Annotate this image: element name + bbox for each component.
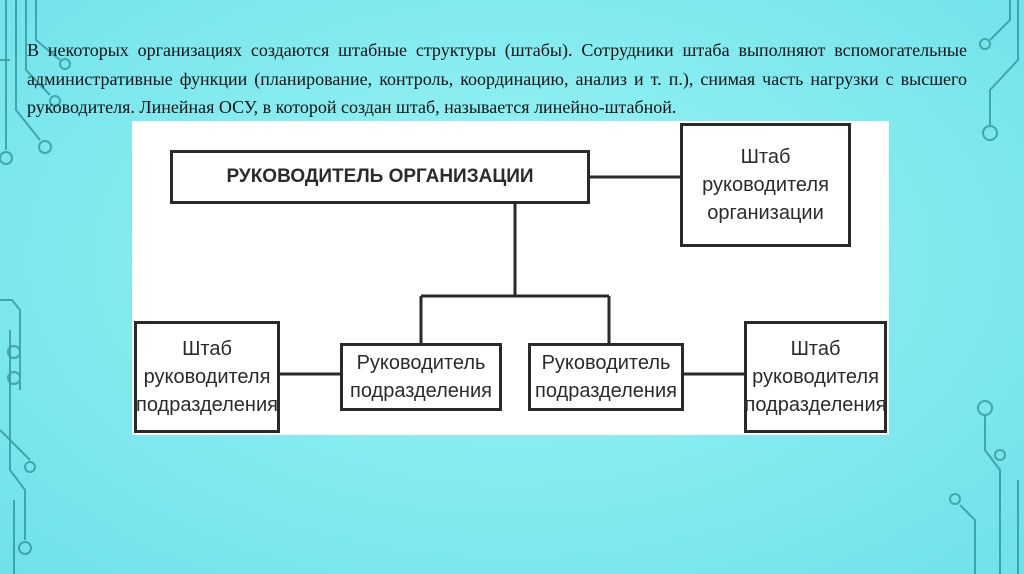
organization-staff-label: Штаб руководителя организации xyxy=(702,143,829,227)
right-unit-head-label: Руководитель подразделения xyxy=(535,349,677,405)
right-unit-staff-box: Штаб руководителя подразделения xyxy=(744,321,887,433)
left-unit-head-label: Руководитель подразделения xyxy=(350,349,492,405)
right-unit-staff-label: Штаб руководителя подразделения xyxy=(745,335,887,419)
left-unit-staff-label: Штаб руководителя подразделения xyxy=(136,335,278,419)
left-unit-staff-box: Штаб руководителя подразделения xyxy=(134,321,280,433)
left-unit-head-box: Руководитель подразделения xyxy=(340,343,502,411)
organization-staff-box: Штаб руководителя организации xyxy=(680,123,851,247)
organization-head-label: РУКОВОДИТЕЛЬ ОРГАНИЗАЦИИ xyxy=(226,166,533,188)
right-unit-head-box: Руководитель подразделения xyxy=(528,343,684,411)
organization-head-box: РУКОВОДИТЕЛЬ ОРГАНИЗАЦИИ xyxy=(170,150,590,204)
slide-paragraph: В некоторых организациях создаются штабн… xyxy=(27,36,967,122)
org-structure-diagram: РУКОВОДИТЕЛЬ ОРГАНИЗАЦИИ Штаб руководите… xyxy=(132,121,889,435)
